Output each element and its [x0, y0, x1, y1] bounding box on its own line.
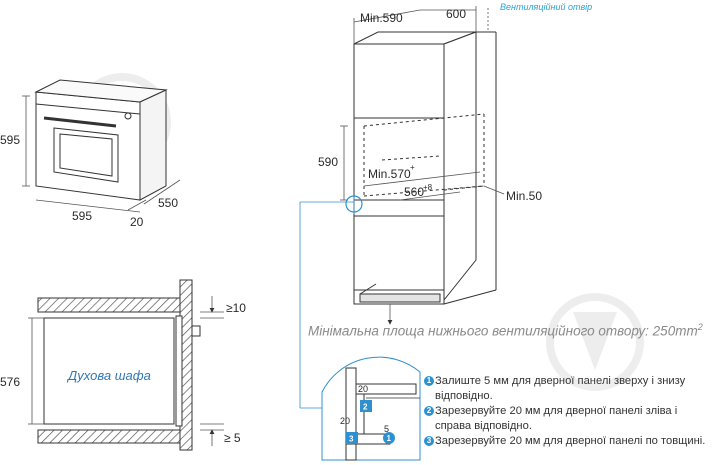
detail-badge-2: 2 [360, 400, 372, 412]
detail-badge-1: 1 [383, 432, 395, 444]
cross-section-diagram [37, 279, 201, 451]
oven-height-label: 595 [0, 133, 20, 147]
cabinet-width-label: 600 [446, 7, 466, 21]
cabinet-dimension-lines [299, 6, 505, 409]
cabinet-min-inner-label: Min.570 [368, 167, 411, 181]
note-3-text: Зарезервуйте 20 мм для дверної панелі по… [435, 435, 706, 447]
oven-depth-label: 550 [158, 196, 178, 210]
section-bottom-gap-label: ≥ 5 [224, 431, 241, 445]
note-1-text: Залиште 5 мм для дверної панелі зверху і… [435, 375, 686, 402]
note-1-badge: 1 [424, 376, 434, 386]
svg-text:2: 2 [363, 403, 368, 412]
oven-isometric [34, 79, 168, 201]
note-1: 1 Залиште 5 мм для дверної панелі зверху… [424, 374, 716, 404]
vent-area-sup: 2 [697, 322, 703, 332]
oven-label: Духова шафа [68, 368, 151, 383]
svg-text:3: 3 [349, 435, 354, 444]
section-top-gap-label: ≥10 [226, 301, 246, 315]
cabinet-niche-height-label: 590 [318, 155, 338, 169]
installation-notes: 1 Залиште 5 мм для дверної панелі зверху… [424, 374, 716, 449]
cabinet-min-gap-label: Min.50 [506, 189, 542, 203]
detail-dim-bottom: 5 [384, 424, 389, 434]
svg-text:1: 1 [387, 434, 392, 443]
cabinet-min-width-label: Min.590 [360, 11, 403, 25]
oven-width-label: 595 [72, 209, 92, 223]
watermark-logo-2 [546, 293, 644, 391]
note-3: 3 Зарезервуйте 20 мм для дверної панелі … [424, 434, 716, 449]
cabinet-inner-width-label: 560 [404, 185, 424, 199]
oven-dimension-lines [22, 95, 181, 213]
vent-opening-note: Вентиляційний отвір [500, 2, 593, 12]
note-2: 2 Зарезервуйте 20 мм для дверної панелі … [424, 404, 716, 434]
detail-dim-left: 20 [340, 416, 350, 426]
section-dimension-lines [28, 296, 224, 446]
note-3-badge: 3 [424, 436, 434, 446]
vent-area-text: Мінімальна площа нижнього вентиляційного… [308, 323, 698, 339]
vent-area-note: Мінімальна площа нижнього вентиляційного… [308, 322, 703, 339]
detail-dim-top: 20 [358, 384, 368, 394]
cabinet-isometric [353, 31, 497, 305]
cabinet-min-inner-sup: + [410, 163, 415, 172]
oven-door-label: 20 [130, 215, 144, 229]
cabinet-inner-width-sup: +8 [423, 183, 433, 192]
note-2-badge: 2 [424, 406, 434, 416]
section-height-label: 576 [0, 375, 20, 389]
detail-badge-3: 3 [346, 432, 358, 444]
note-2-text: Зарезервуйте 20 мм для дверної панелі зл… [435, 405, 678, 432]
